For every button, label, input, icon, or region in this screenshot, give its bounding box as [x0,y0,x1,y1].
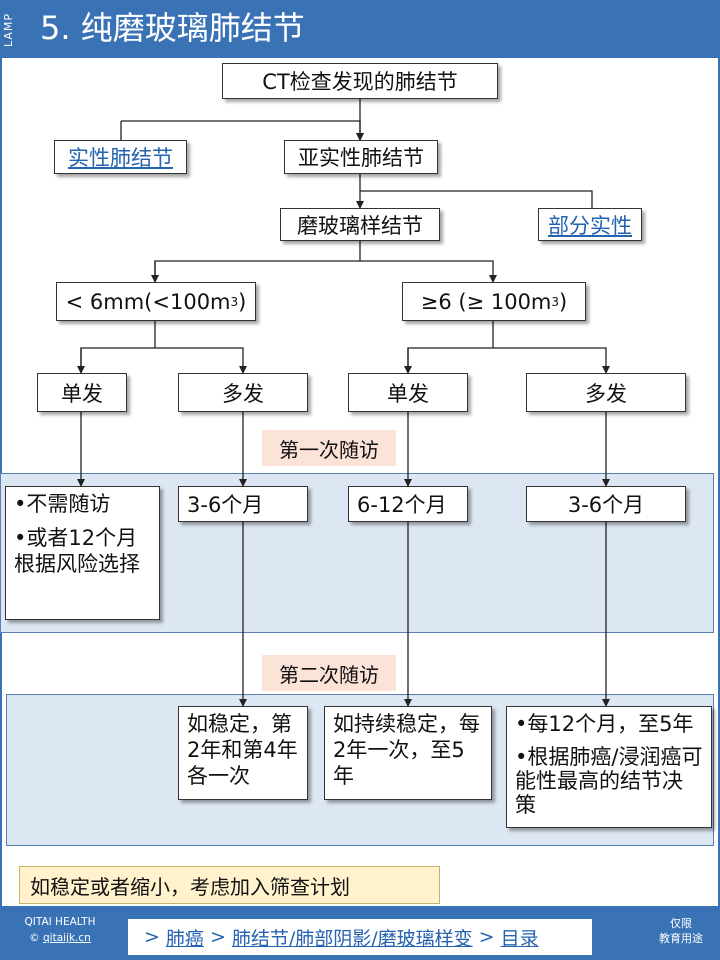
footer-bar: QITAI HEALTH © qitaijk.cn > 肺癌 > 肺结节/肺部阴… [0,906,720,960]
node-single-large: 单发 [348,373,468,412]
second-c-box: 如持续稳定，每2年一次，至5年 [324,706,492,800]
node-subsolid: 亚实性肺结节 [284,140,438,174]
first-b-box: 3-6个月 [178,486,308,522]
brand-block: QITAI HEALTH © qitaijk.cn [10,914,110,946]
breadcrumb-nodules[interactable]: 肺结节/肺部阴影/磨玻璃样变 [231,927,473,950]
brand-site-row: © qitaijk.cn [10,930,110,946]
second-d-box: •每12个月，至5年 •根据肺癌/浸润癌可能性最高的结节决策 [506,706,712,828]
small-exponent: 3 [230,294,239,309]
node-multi-small: 多发 [178,373,308,412]
first-a-line2: •或者12个月根据风险选择 [14,526,140,576]
connector-large [407,321,606,373]
breadcrumb-sep-2: > [209,926,226,948]
header-bar: LAMP 5. 纯磨玻璃肺结节 [0,0,720,58]
brand-site-link[interactable]: qitaijk.cn [43,932,91,944]
breadcrumb-sep-1: > [144,926,160,948]
connector-small [80,321,243,373]
node-ct-found: CT检查发现的肺结节 [222,63,498,99]
education-only-label: 仅限 教育用途 [650,916,712,946]
second-c-text: 如持续稳定，每2年一次，至5年 [333,712,480,788]
node-part-solid-link[interactable]: 部分实性 [538,208,642,241]
page-title: 5. 纯磨玻璃肺结节 [40,9,305,47]
first-a-box: •不需随访 •或者12个月根据风险选择 [5,486,160,620]
large-exponent: 3 [551,294,560,309]
breadcrumb-sep-3: > [478,926,495,948]
edu-line2: 教育用途 [659,932,703,945]
first-a-line1: •不需随访 [14,492,111,516]
breadcrumb: > 肺癌 > 肺结节/肺部阴影/磨玻璃样变 > 目录 [128,919,592,955]
first-c-box: 6-12个月 [348,486,468,522]
first-followup-label: 第一次随访 [262,430,396,466]
node-ggn: 磨玻璃样结节 [280,208,440,241]
connector-ggn [154,241,493,282]
brand-name: QITAI HEALTH [24,916,96,928]
second-d-line1: •每12个月，至5年 [515,712,694,736]
second-followup-label: 第二次随访 [262,655,396,691]
copyright-mark: © [29,932,40,944]
node-multi-large: 多发 [526,373,686,412]
node-solid-link[interactable]: 实性肺结节 [54,140,187,174]
connector-subsolid [360,174,593,208]
breadcrumb-contents[interactable]: 目录 [500,927,539,950]
second-b-box: 如稳定，第2年和第4年各一次 [178,706,308,800]
second-d-line2: •根据肺癌/浸润癌可能性最高的结节决策 [515,745,703,817]
second-b-text: 如稳定，第2年和第4年各一次 [187,712,298,788]
connector-root [120,99,360,140]
edu-line1: 仅限 [670,917,692,930]
first-d-box: 3-6个月 [526,486,686,522]
node-single-small: 单发 [37,373,127,412]
breadcrumb-lung-cancer[interactable]: 肺癌 [165,927,204,950]
screening-note: 如稳定或者缩小，考虑加入筛查计划 [19,866,440,904]
